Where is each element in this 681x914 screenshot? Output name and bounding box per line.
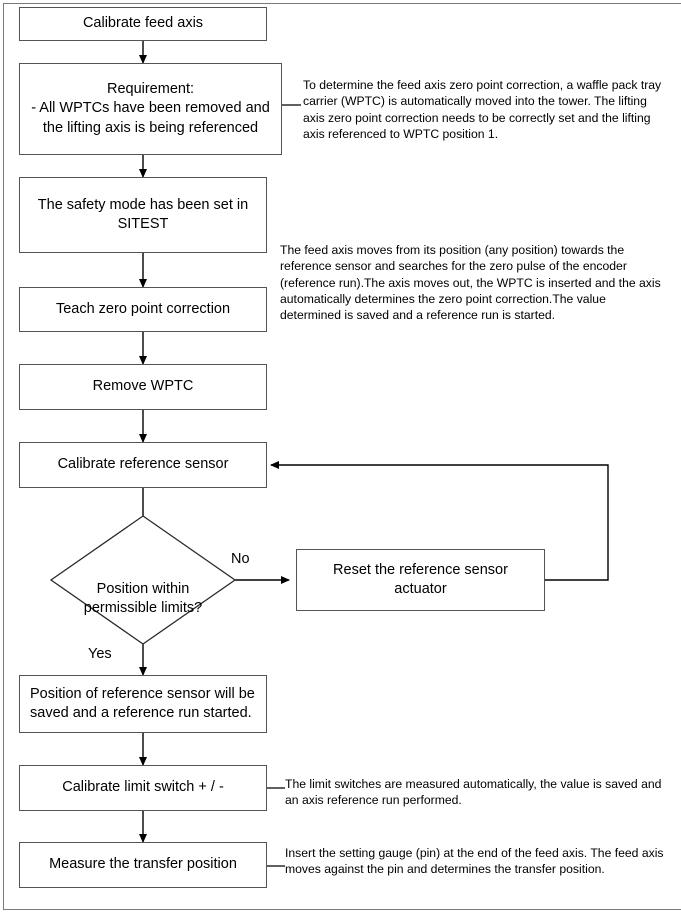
annotation-text: The feed axis moves from its position (a… [280,243,661,323]
node-safety-mode[interactable]: The safety mode has been set in SITEST [19,177,267,253]
decision-diamond [49,515,237,645]
node-label: Reset the reference sensor actuator [333,561,508,597]
node-label: Calibrate feed axis [82,15,204,32]
edge-label-yes: Yes [88,646,112,662]
node-decision-position-within-limits[interactable]: Position within permissible limits? [48,561,238,618]
node-position-saved[interactable]: Position of reference sensor will be sav… [19,675,267,733]
decision-label-text: Position within permissible limits? [83,580,203,616]
node-calibrate-reference-sensor[interactable]: Calibrate reference sensor [19,442,267,488]
node-label: Calibrate reference sensor [57,456,229,473]
node-label: Position of reference sensor will be sav… [30,685,255,721]
node-measure-transfer-position[interactable]: Measure the transfer position [19,842,267,888]
edge-label-no: No [231,551,250,567]
node-label: Requirement: - All WPTCs have been remov… [31,81,270,136]
annotation-text: To determine the feed axis zero point co… [303,78,662,142]
node-requirement[interactable]: Requirement: - All WPTCs have been remov… [19,63,282,155]
node-label: Calibrate limit switch + / - [62,779,224,796]
edge-reset-loop-back [270,461,609,581]
node-label: Measure the transfer position [49,856,237,873]
node-calibrate-feed-axis[interactable]: Calibrate feed axis [19,7,267,41]
annotation-requirement-note: To determine the feed axis zero point co… [303,77,671,142]
annotation-text: The limit switches are measured automati… [285,777,662,808]
node-reset-reference-sensor-actuator[interactable]: Reset the reference sensor actuator [296,549,545,611]
annotation-text: Insert the setting gauge (pin) at the en… [285,846,664,877]
annotation-teach-note: The feed axis moves from its position (a… [280,242,665,324]
node-label: The safety mode has been set in SITEST [37,196,249,232]
node-label: Teach zero point correction [55,300,231,317]
node-teach-zero-point[interactable]: Teach zero point correction [19,287,267,332]
edge-label-text: Yes [88,646,112,662]
node-remove-wptc[interactable]: Remove WPTC [19,364,267,410]
node-calibrate-limit-switch[interactable]: Calibrate limit switch + / - [19,765,267,811]
annotation-limit-switch-note: The limit switches are measured automati… [285,776,665,809]
edge-label-text: No [231,551,250,567]
annotation-transfer-note: Insert the setting gauge (pin) at the en… [285,845,665,878]
node-label: Remove WPTC [92,378,194,395]
